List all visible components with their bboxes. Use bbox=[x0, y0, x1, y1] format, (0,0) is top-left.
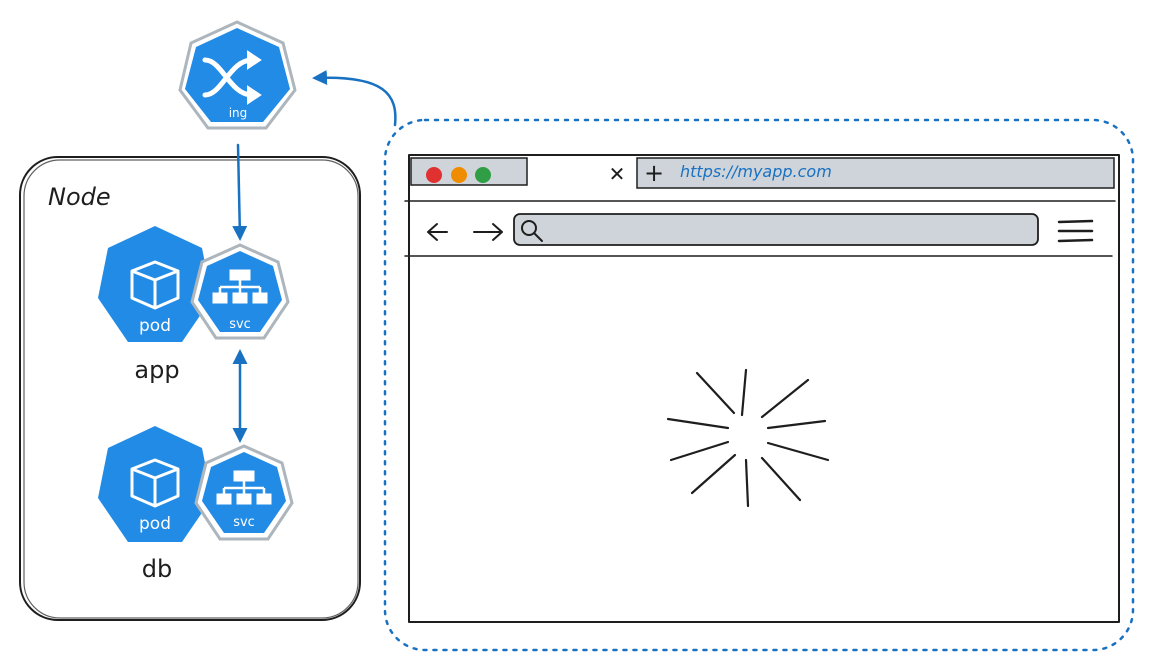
db-svc-label: svc bbox=[233, 515, 255, 530]
cube-icon bbox=[130, 260, 180, 310]
window-maximize-button[interactable] bbox=[475, 167, 491, 183]
app-pod-label: pod bbox=[139, 316, 171, 336]
window-minimize-button[interactable] bbox=[451, 167, 467, 183]
db-caption: db bbox=[142, 555, 172, 583]
app-caption: app bbox=[134, 356, 179, 384]
arrow-ing-to-app-svc bbox=[232, 143, 248, 241]
ingress-icon: ing bbox=[178, 20, 297, 130]
browser-tab[interactable] bbox=[636, 157, 1115, 189]
tab-close-icon[interactable]: ✕ bbox=[609, 162, 626, 186]
cube-icon bbox=[130, 458, 180, 508]
browser-frame bbox=[383, 118, 1135, 652]
ingress-label: ing bbox=[229, 106, 248, 120]
arrow-browser-to-ing bbox=[312, 69, 397, 127]
tab-url: https://myapp.com bbox=[680, 162, 832, 181]
window-close-button[interactable] bbox=[426, 167, 442, 183]
app-pod-icon: pod bbox=[98, 226, 212, 342]
browser-window: ✕ + https://myapp.com bbox=[404, 154, 1120, 623]
shuffle-icon bbox=[202, 50, 262, 105]
loading-spinner-icon bbox=[666, 368, 830, 508]
db-pod-icon: pod bbox=[98, 426, 212, 542]
node-label: Node bbox=[48, 183, 111, 211]
app-svc-label: svc bbox=[229, 317, 251, 332]
forward-arrow-icon[interactable] bbox=[473, 223, 503, 241]
address-bar[interactable] bbox=[513, 213, 1039, 246]
app-svc-icon: svc bbox=[190, 243, 290, 340]
network-icon bbox=[216, 470, 272, 505]
new-tab-icon[interactable]: + bbox=[644, 159, 664, 187]
db-pod-label: pod bbox=[139, 514, 171, 534]
hamburger-menu-icon[interactable] bbox=[1057, 219, 1094, 243]
search-icon bbox=[521, 220, 543, 242]
network-icon bbox=[212, 269, 268, 304]
db-svc-icon: svc bbox=[194, 444, 294, 541]
node-box: Node bbox=[19, 156, 361, 621]
back-arrow-icon[interactable] bbox=[427, 223, 448, 241]
